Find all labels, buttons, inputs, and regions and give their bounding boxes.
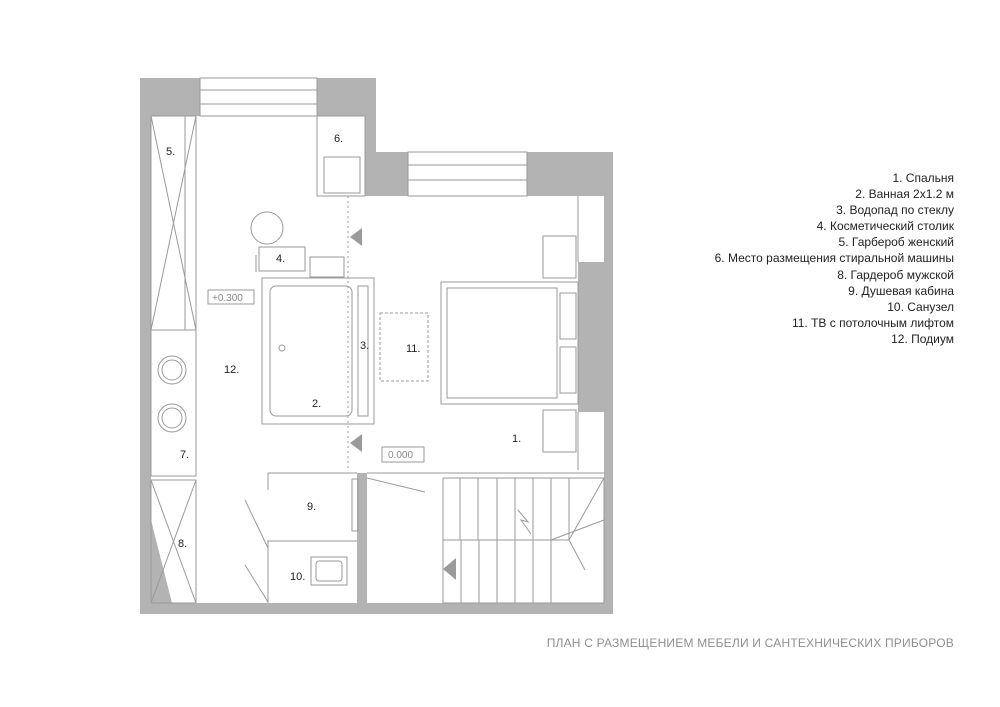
label-sinks: 7. — [180, 449, 189, 461]
wall-left — [140, 78, 151, 614]
tv-lift — [379, 312, 429, 382]
window-top-left — [199, 77, 318, 117]
washer-machine — [323, 156, 361, 194]
wall-top-left-b — [317, 78, 376, 116]
wall-bottom — [140, 603, 613, 614]
sink-top — [157, 355, 187, 385]
floor-level-box — [381, 446, 425, 463]
wall-step-right — [376, 152, 408, 196]
washer-niche — [316, 115, 366, 197]
legend-item: 11. ТВ с потолочным лифтом — [791, 315, 954, 330]
round-stool — [250, 211, 284, 245]
vanity-table — [258, 246, 306, 272]
section-arrows — [350, 228, 456, 580]
wardrobe-men — [150, 479, 197, 604]
bed-frame-inner — [446, 287, 558, 399]
legend-item: 2. Ванная 2х1.2 м — [855, 187, 954, 202]
legend-item: 9. Душевая кабина — [848, 283, 954, 298]
legend-item: 4. Косметический столик — [816, 219, 954, 234]
waterfall-glass — [357, 285, 369, 417]
legend-item: 10. Санузел — [887, 299, 954, 314]
legend-item: 5. Гарбероб женский — [838, 235, 954, 250]
shower-glass — [351, 478, 359, 532]
label-shower: 9. — [307, 501, 316, 513]
legend-item: 6. Место размещения стиральной машины — [714, 251, 954, 266]
windows — [199, 77, 528, 197]
legend: 1. Спальня 2. Ванная 2х1.2 м 3. Водопад … — [715, 170, 954, 347]
label-bathroom: 2. — [312, 398, 321, 410]
walls — [140, 78, 613, 614]
sink-bottom — [157, 403, 187, 433]
label-vanity: 4. — [276, 253, 285, 265]
podium-level-box — [207, 289, 255, 305]
wall-left-lower — [140, 476, 172, 614]
window-top-right — [407, 151, 528, 197]
label-waterfall: 3. — [360, 340, 369, 352]
legend-item: 8. Гардероб мужской — [837, 267, 954, 282]
label-podium: 12. — [224, 364, 239, 376]
drawing-title: ПЛАН С РАЗМЕЩЕНИЕМ МЕБЕЛИ И САНТЕХНИЧЕСК… — [546, 636, 954, 650]
floor-level-text: 0.000 — [388, 450, 413, 461]
legend-item: 3. Водопад по стеклу — [836, 203, 954, 218]
bathtub-basin — [269, 285, 353, 417]
label-bedroom: 1. — [512, 433, 521, 445]
wall-right-bump — [578, 262, 613, 412]
legend-item: 1. Спальня — [892, 171, 954, 185]
vanity-stool — [309, 256, 345, 278]
toilet-unit — [310, 556, 348, 586]
arrow-marker-top — [350, 228, 362, 246]
bedroom-door — [366, 477, 426, 493]
pillow-top — [559, 292, 577, 340]
toilet-door — [244, 564, 269, 603]
shower-door — [244, 499, 269, 549]
arrow-marker-stair — [443, 558, 456, 580]
bathtub-outer — [261, 277, 375, 425]
label-washer: 6. — [334, 133, 343, 145]
label-tv-lift: 11. — [406, 343, 420, 355]
label-toilet: 10. — [290, 571, 305, 583]
label-wardrobe-men: 8. — [178, 538, 187, 550]
arrow-marker-bottom — [350, 434, 362, 452]
bed — [440, 281, 579, 405]
nightstand-top — [542, 235, 577, 279]
pillow-bottom — [559, 346, 577, 394]
label-wardrobe-women: 5. — [166, 146, 175, 158]
wall-washer-niche — [365, 116, 376, 196]
legend-item: 12. Подиум — [891, 331, 954, 346]
sink-counter — [150, 329, 197, 477]
podium-level-text: +0.300 — [212, 293, 243, 304]
wall-top-right — [527, 152, 612, 196]
wall-stair-partition — [357, 473, 367, 603]
nightstand-bottom — [542, 409, 577, 453]
